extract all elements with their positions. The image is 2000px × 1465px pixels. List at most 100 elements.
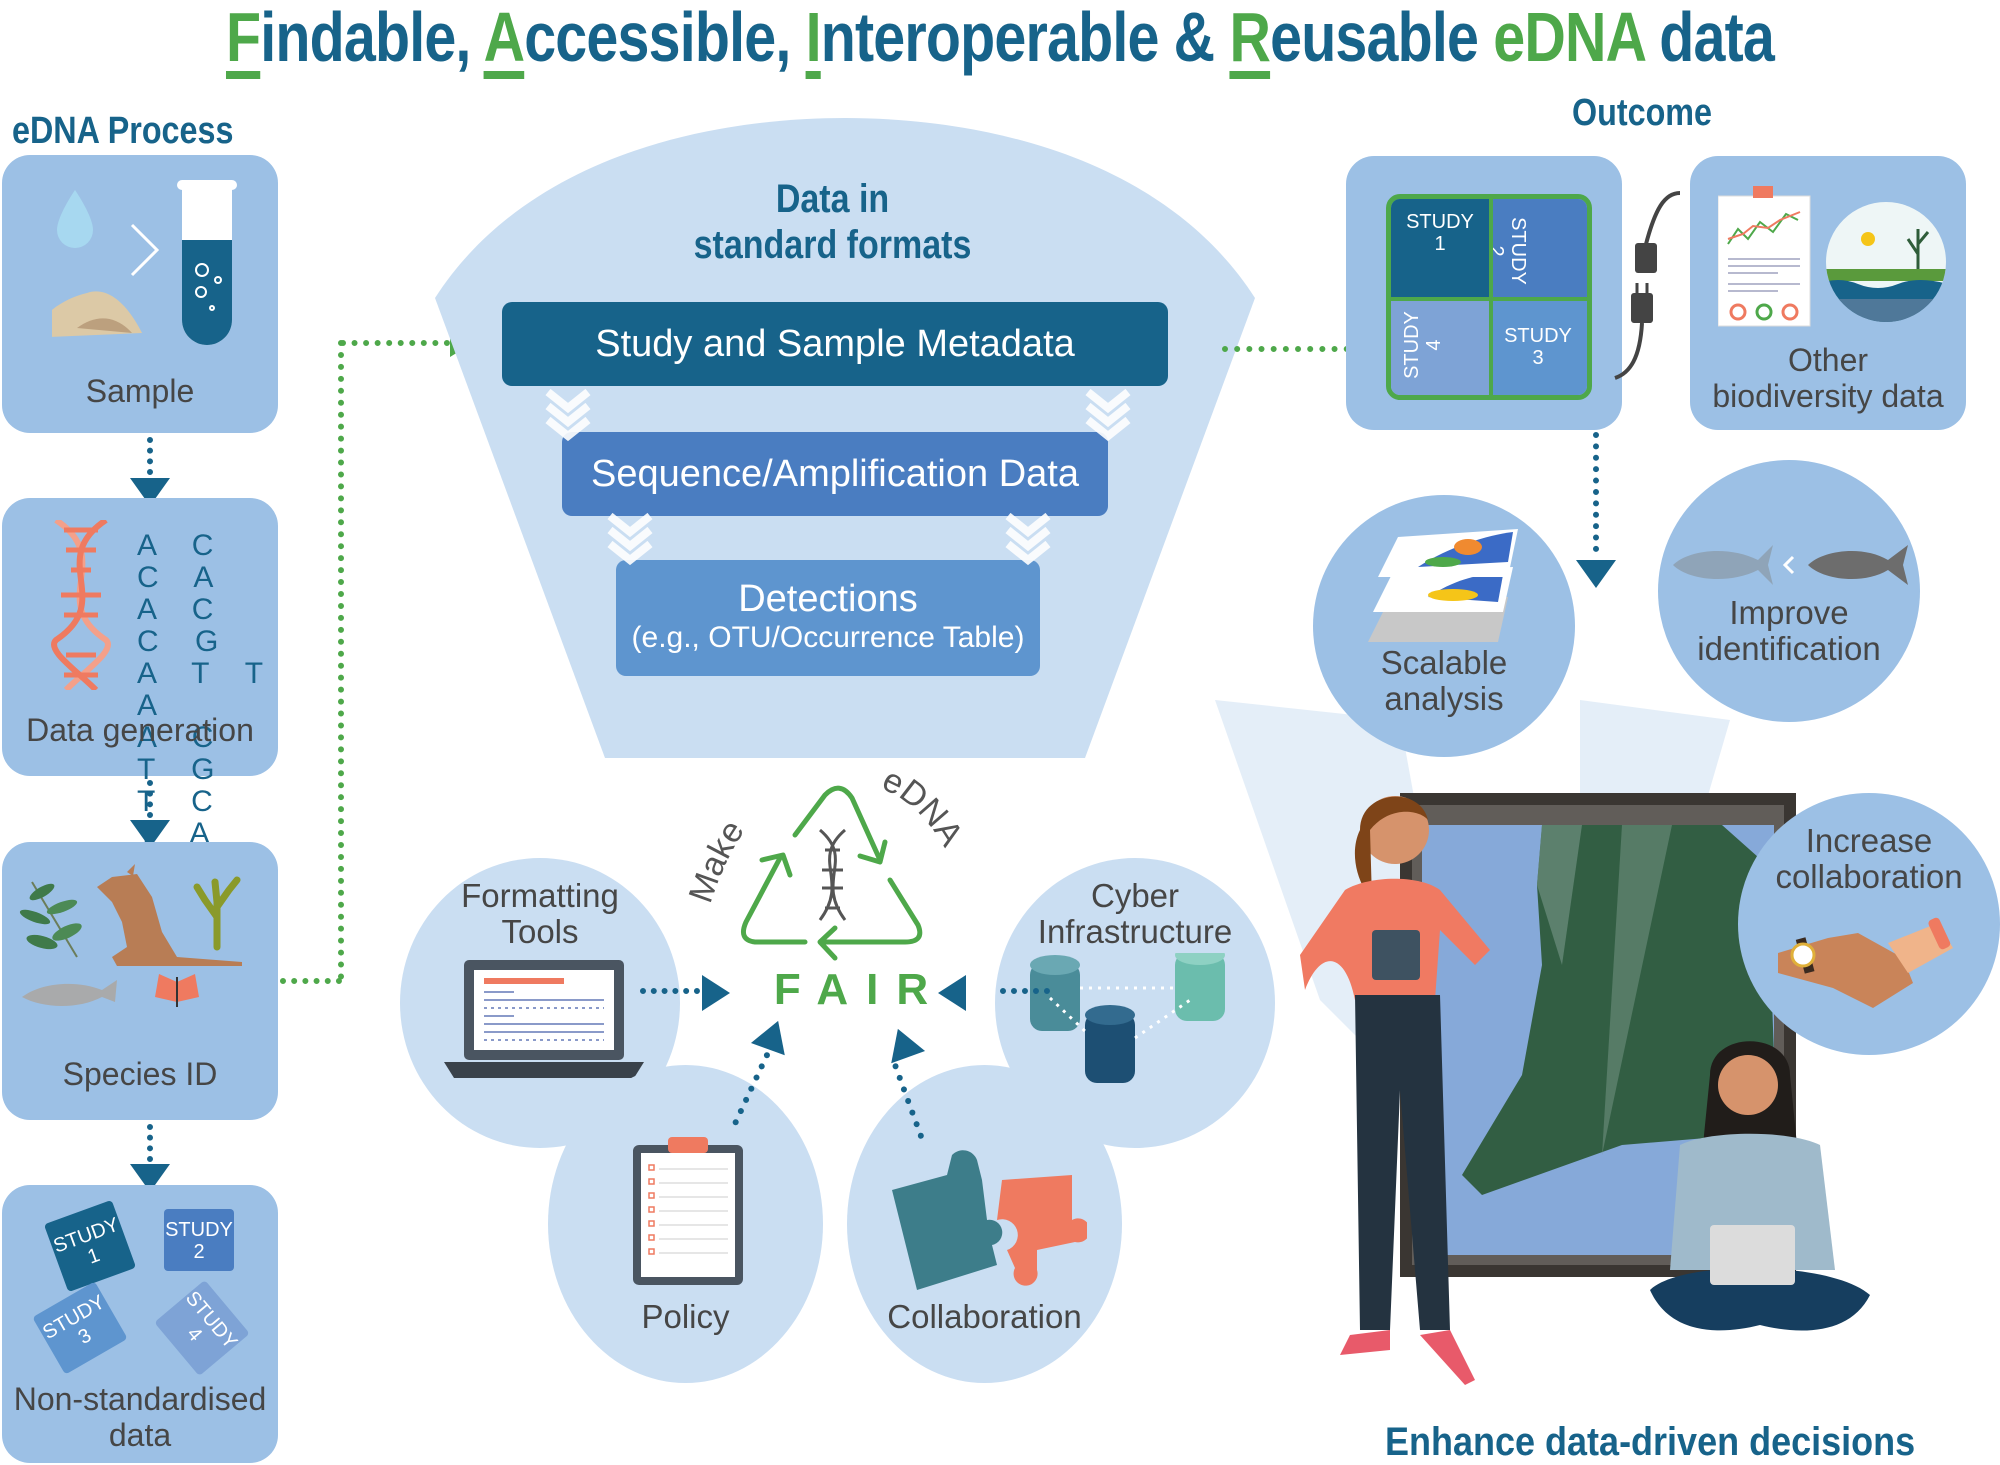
- chevron-arrows: [545, 388, 1131, 566]
- layer-detections: Detections (e.g., OTU/Occurrence Table): [616, 560, 1040, 676]
- fair-recycle-logo: Make eDNA: [682, 770, 971, 961]
- collaboration-label: Collaboration: [887, 1298, 1082, 1335]
- kangaroo-icon: [97, 864, 242, 966]
- title-initial-f: F: [225, 0, 261, 76]
- arrow-down-icon: [1576, 560, 1616, 588]
- laptop-user-illustration: [1650, 1041, 1870, 1331]
- title-interoperable: nteroperable &: [820, 0, 1230, 76]
- arrow-up-icon: [880, 1022, 926, 1064]
- tuna-fish-icon: [1673, 545, 1908, 585]
- arrow-left-icon: [938, 975, 966, 1011]
- habitat-circle-icon: [1826, 202, 1946, 322]
- dna-helix-icon: [51, 520, 111, 690]
- database-icon: [1030, 953, 1225, 1083]
- clipboard-icon: [633, 1137, 743, 1285]
- green-connector: [280, 978, 342, 990]
- presenter-illustration: [1300, 796, 1490, 1385]
- connector-dots: [1000, 988, 1050, 1000]
- report-and-habitat-icons: [1718, 186, 1946, 327]
- standard-formats-heading: Data in standard formats: [693, 177, 972, 267]
- policy-bubble: Policy: [548, 1065, 823, 1383]
- title-initial-a: A: [483, 0, 525, 76]
- species-icons: [19, 864, 242, 1007]
- green-connector: [1222, 346, 1362, 358]
- sequence-row: A T T A: [137, 657, 277, 722]
- test-tube-icon: [177, 180, 237, 190]
- edna-arc-text: eDNA: [877, 770, 971, 853]
- detections-label: Detections: [738, 578, 918, 620]
- layer-study-sample-metadata: Study and Sample Metadata: [502, 302, 1168, 386]
- connector-dots: [147, 437, 159, 475]
- dna-helix-icon: [818, 828, 847, 921]
- seaweed-icon: [193, 876, 241, 951]
- sample-card: Sample: [2, 155, 278, 433]
- make-arc-text: Make: [682, 814, 752, 908]
- other-biodiversity-label: Other biodiversity data: [1712, 342, 1944, 414]
- green-connector: [340, 340, 450, 352]
- butterfly-icon: [155, 974, 199, 1007]
- other-biodiversity-card: Other biodiversity data: [1690, 156, 1966, 430]
- handshake-icon: [1778, 917, 1953, 1008]
- species-id-label: Species ID: [62, 1056, 218, 1092]
- title-initial-r: R: [1229, 0, 1271, 76]
- laptop-icon: [444, 960, 644, 1078]
- data-generation-label: Data generation: [26, 712, 254, 748]
- title-initial-i: I: [805, 0, 822, 76]
- detections-sublabel: (e.g., OTU/Occurrence Table): [631, 621, 1025, 654]
- sequence-row: A C T G: [137, 721, 229, 786]
- sequence-letters: A C C A A C C G A T T A A C T G T C T A: [137, 530, 278, 850]
- layer-sequence-amplification: Sequence/Amplification Data: [562, 432, 1108, 516]
- title-findable: indable,: [260, 0, 484, 76]
- power-plug-icon: [1614, 191, 1681, 380]
- collaboration-bubble: Collaboration: [847, 1065, 1122, 1383]
- title-data: data: [1644, 0, 1775, 76]
- fair-label: FAIR: [773, 965, 947, 1014]
- map-landmass: [1462, 825, 1774, 1195]
- sequence-row: A C C A: [137, 529, 228, 594]
- sequence-row: A C C G: [137, 593, 233, 658]
- title-reusable: eusable: [1270, 0, 1494, 76]
- edna-process-heading: eDNA Process: [12, 110, 234, 152]
- arrow-right-icon: [702, 975, 730, 1011]
- title-edna: eDNA: [1493, 0, 1645, 76]
- water-drop-icon: [57, 190, 93, 248]
- connector-dots: [147, 780, 159, 818]
- non-standardised-label: Non-standardised data: [13, 1381, 267, 1453]
- sample-icons: [52, 180, 237, 345]
- sample-label: Sample: [85, 373, 195, 409]
- policy-label: Policy: [641, 1298, 730, 1335]
- puzzle-icon: [892, 1150, 1087, 1290]
- outcome-heading: Outcome: [1572, 92, 1712, 134]
- connector-dots: [147, 1124, 159, 1162]
- data-generation-card: A C C A A C C G A T T A A C T G T C T A …: [2, 498, 278, 850]
- species-id-card: Species ID: [2, 842, 278, 1120]
- layered-map-icon: [1368, 529, 1518, 642]
- report-document-icon: [1718, 186, 1811, 327]
- connector-dots: [1593, 432, 1605, 552]
- footer-enhance-decisions: Enhance data-driven decisions: [1385, 1420, 1916, 1464]
- green-connector: [338, 340, 350, 980]
- leaf-branch-icon: [19, 881, 82, 958]
- title-accessible: ccessible,: [524, 0, 806, 76]
- connector-dots: [640, 988, 700, 1000]
